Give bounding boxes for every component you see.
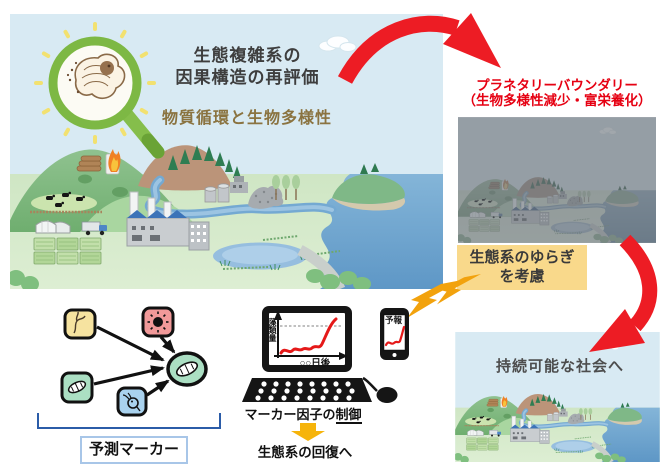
forecast-label: 予報 — [384, 315, 402, 325]
main-subtitle: 物質循環と生物多様性 — [161, 110, 332, 127]
main-title-line2: 因果構造の再評価 — [175, 68, 320, 87]
fluctuation-line1: 生態系のゆらぎ — [469, 249, 575, 266]
graph-y-axis-label: 藻類量 — [268, 318, 277, 342]
sustainable-society-label: 持続可能な社会へ — [495, 358, 624, 375]
network-node-zooplankton — [116, 386, 148, 417]
river-branch-icon — [73, 311, 86, 334]
planetary-boundary-label: プラネタリーバウンダリー （生物多様性減少・富栄養化） — [450, 78, 664, 108]
planetary-line2: （生物多様性減少・富栄養化） — [462, 93, 652, 108]
lightning-bolt-icon — [407, 274, 481, 318]
prediction-marker-label: 予測マーカー — [80, 436, 188, 464]
laptop-icon — [242, 306, 409, 403]
planetary-line1: プラネタリーバウンダリー — [476, 78, 638, 93]
landscape-illustration — [10, 14, 443, 289]
sun-icon — [147, 311, 169, 333]
down-arrow-icon — [291, 423, 325, 441]
zooplankton-icon — [122, 392, 141, 412]
network-node-river — [63, 308, 97, 340]
dark-overlay — [458, 117, 656, 243]
fluctuation-line2: を考慮 — [499, 268, 545, 285]
control-label-prefix: マーカー因子の — [244, 407, 336, 422]
mouse-cable — [362, 376, 378, 392]
bracket — [37, 413, 221, 429]
laptop-graph — [274, 310, 348, 360]
prediction-network — [60, 306, 208, 417]
recovery-label: 生態系の回復へ — [257, 445, 353, 460]
main-illustration-panel — [10, 14, 443, 289]
network-node-diatom — [60, 371, 94, 404]
fluctuation-note: 生態系のゆらぎ を考慮 — [457, 245, 587, 290]
mouse-icon — [376, 387, 398, 403]
main-title-line1: 生態複雑系の — [193, 46, 302, 65]
main-title: 生態複雑系の 因果構造の再評価 — [140, 45, 355, 89]
graph-x-axis-label: ○○日後 — [299, 358, 331, 369]
curved-red-arrow-top-icon — [337, 13, 501, 84]
control-label-emphasis: 制御 — [335, 407, 362, 424]
network-node-sun — [141, 306, 175, 338]
magnifier-icon — [34, 22, 165, 159]
curved-red-arrow-right-icon — [589, 234, 658, 352]
diatom-target-icon — [175, 361, 199, 377]
degraded-ecosystem-image — [458, 117, 656, 243]
diatom-icon — [67, 380, 87, 394]
control-label: マーカー因子の制御 — [244, 404, 362, 424]
network-target-node — [166, 351, 208, 387]
smartphone-icon — [380, 308, 409, 360]
